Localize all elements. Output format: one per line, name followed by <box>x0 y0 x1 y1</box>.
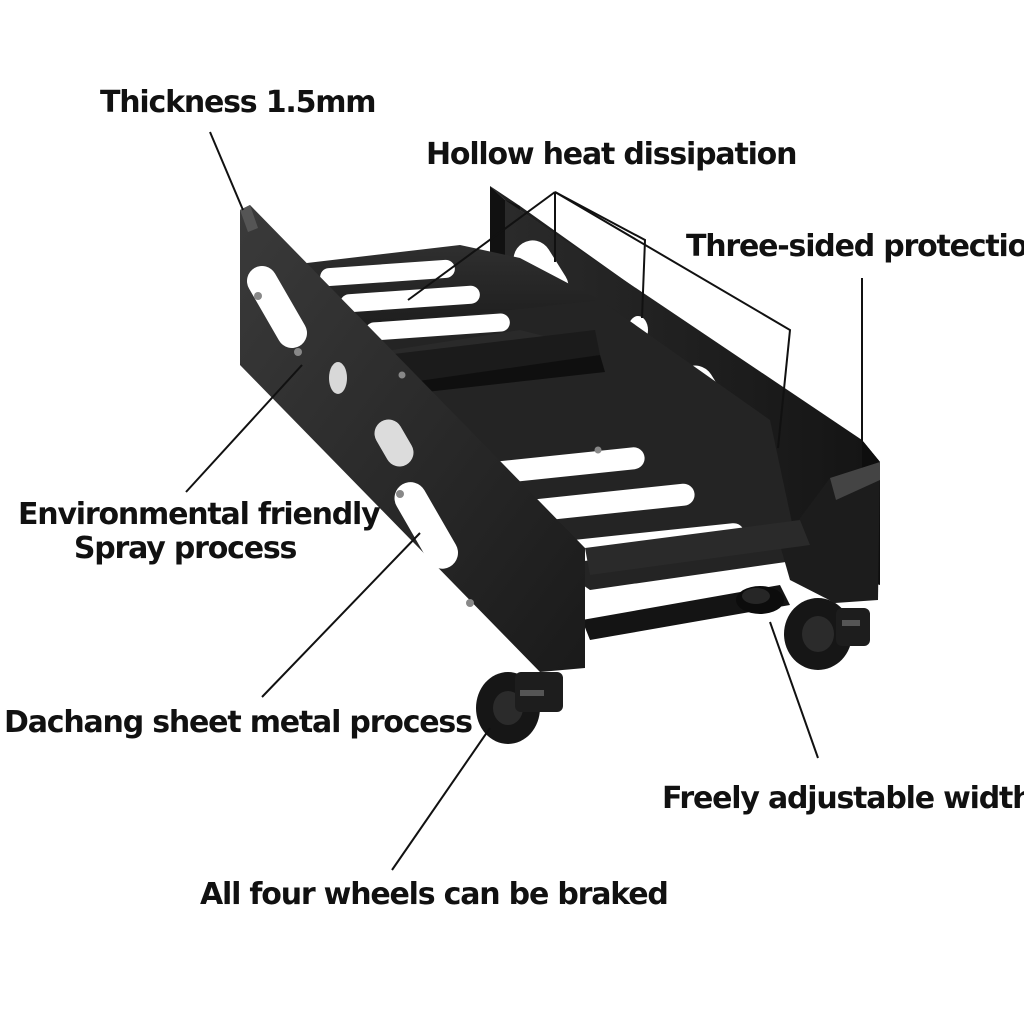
wheel-front-right <box>784 598 870 670</box>
callout-environmental-line1: Environmental friendly <box>18 497 381 532</box>
callout-hollow-heat-dissipation: Hollow heat dissipation <box>426 137 797 172</box>
front-wall-slots <box>247 266 458 569</box>
callout-environmental-line2: Spray process <box>73 531 298 566</box>
callout-dachang-sheet-metal: Dachang sheet metal process <box>4 705 473 740</box>
screws <box>254 292 602 607</box>
wheel-front-left <box>476 672 563 744</box>
callout-environmental: Environmental friendly Spray process <box>18 497 381 566</box>
front-end-plate <box>585 520 810 575</box>
callout-three-sided-protection: Three-sided protection <box>686 229 1024 264</box>
front-side-wall <box>240 205 585 672</box>
leader-lines <box>185 131 863 871</box>
callout-adjustable-width: Freely adjustable width <box>662 781 1024 816</box>
callout-thickness: Thickness 1.5mm <box>100 85 377 120</box>
front-end-cap <box>780 462 880 603</box>
callout-wheels-braked: All four wheels can be braked <box>200 877 669 912</box>
adjust-knob <box>736 586 784 614</box>
